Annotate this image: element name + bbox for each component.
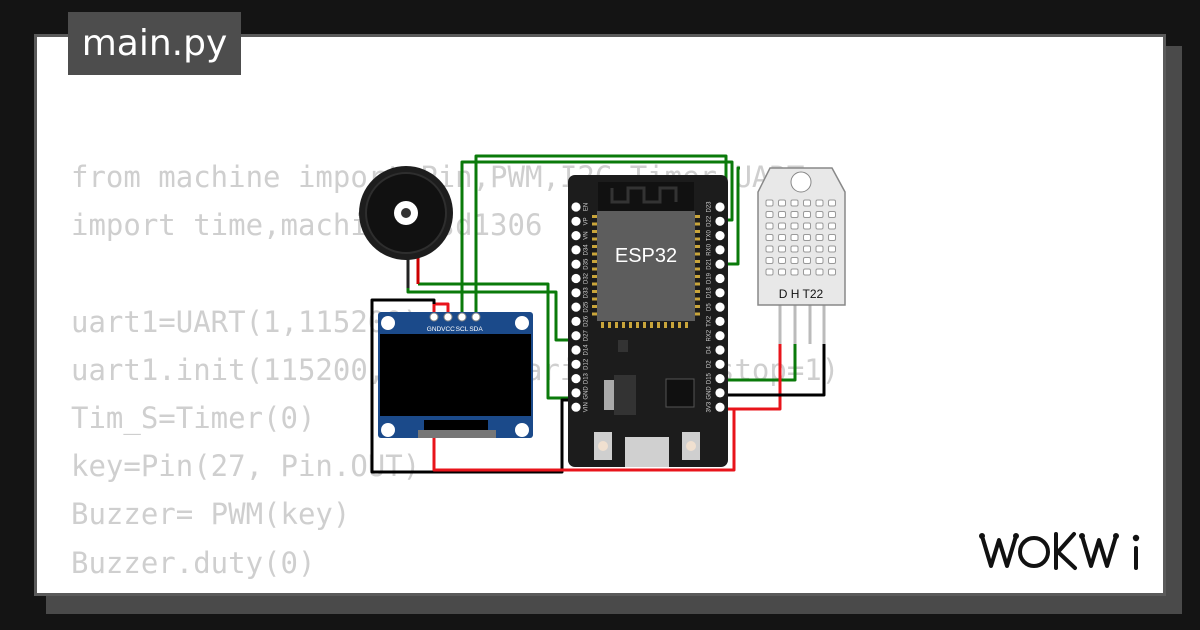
buzzer[interactable] <box>359 166 453 288</box>
chip-pins <box>592 215 700 328</box>
esp32-pin-label: RX2 <box>707 329 713 341</box>
esp32-pin-label: RX0 <box>707 243 713 255</box>
esp32-pin-gnd[interactable] <box>715 388 725 398</box>
esp32-pin-label: D27 <box>584 330 590 342</box>
esp32-pin-d18[interactable] <box>715 288 725 298</box>
oled-pin-scl[interactable] <box>457 312 467 322</box>
esp32-pin-label: D2 <box>707 360 713 368</box>
esp32-pin-gnd[interactable] <box>571 388 581 398</box>
wire-buzzer-pos[interactable] <box>418 282 575 400</box>
esp32-pin-label: D18 <box>707 287 713 299</box>
esp32-pin-label: D14 <box>584 344 590 356</box>
esp32-pin-d12[interactable] <box>571 359 581 369</box>
wire-dht-gnd[interactable] <box>720 344 826 397</box>
esp32-pin-d5[interactable] <box>715 302 725 312</box>
esp32-pin-vn[interactable] <box>571 231 581 241</box>
oled-pin-label: GND <box>427 326 442 333</box>
oled-pin-label: SDA <box>469 326 483 333</box>
esp32-pin-rx0[interactable] <box>715 245 725 255</box>
esp32-pin-d26[interactable] <box>571 316 581 326</box>
esp32-board[interactable]: ESP32 ENVPVND34D35D32D33D25D26D27D14D12D… <box>568 175 728 467</box>
esp32-pin-tx0[interactable] <box>715 231 725 241</box>
esp32-pin-label: D12 <box>584 358 590 370</box>
esp32-pin-label: VIN <box>584 402 590 412</box>
esp32-pin-en[interactable] <box>571 202 581 212</box>
code-line: Buzzer.duty(0) <box>71 545 316 580</box>
esp32-pin-label: VP <box>584 217 590 225</box>
esp32-pin-label: GND <box>584 386 590 400</box>
esp32-pin-label: D22 <box>707 215 713 227</box>
esp32-pin-label: D35 <box>584 258 590 270</box>
esp32-pin-d33[interactable] <box>571 288 581 298</box>
oled-pin-vcc[interactable] <box>443 312 453 322</box>
wire-oled-vcc[interactable] <box>434 302 450 312</box>
esp32-pin-label: D15 <box>707 372 713 384</box>
esp32-pin-vp[interactable] <box>571 216 581 226</box>
code-line: uart1=UART(1,115200) <box>71 304 421 339</box>
esp32-pin-d32[interactable] <box>571 273 581 284</box>
esp32-pin-d19[interactable] <box>715 273 725 284</box>
esp32-pin-label: D34 <box>584 244 590 256</box>
file-tab[interactable]: main.py <box>68 12 241 75</box>
dht22-vent-grid <box>765 199 836 276</box>
esp32-pin-tx2[interactable] <box>715 316 725 326</box>
esp32-pin-d35[interactable] <box>571 259 581 269</box>
dht22-sensor[interactable]: D H T22 <box>757 167 846 344</box>
wire-esp-d21[interactable] <box>720 166 740 266</box>
oled-pin-label: VCC <box>441 326 455 333</box>
oled-pin-sda[interactable] <box>471 312 481 322</box>
esp32-pin-label: D4 <box>707 346 713 354</box>
esp32-pin-label: D33 <box>584 287 590 299</box>
esp32-pin-label: D5 <box>707 303 713 311</box>
esp32-pin-d15[interactable] <box>715 374 725 384</box>
wire-dht-data[interactable] <box>720 344 797 382</box>
esp32-pin-label: D19 <box>707 272 713 284</box>
oled-pin-label: SCL <box>456 326 469 333</box>
esp32-pin-label: D23 <box>707 201 713 213</box>
esp32-pin-label: EN <box>584 203 590 211</box>
oled-pin-gnd[interactable] <box>429 312 439 322</box>
esp32-chip-label: ESP32 <box>615 245 677 267</box>
esp32-pin-label: D21 <box>707 258 713 270</box>
esp32-pin-label: TX0 <box>707 229 713 241</box>
wire-dht-vcc[interactable] <box>720 344 782 411</box>
esp32-pin-label: 3V3 <box>707 401 713 412</box>
dht22-label: D H T22 <box>779 287 824 301</box>
esp32-pin-label: D25 <box>584 301 590 313</box>
code-line: key=Pin(27, Pin.OUT) <box>71 449 421 484</box>
esp32-pin-d23[interactable] <box>715 202 725 212</box>
esp32-pin-d14[interactable] <box>571 345 581 355</box>
esp32-pin-label: VN <box>584 231 590 239</box>
esp32-pin-vin[interactable] <box>571 402 581 412</box>
esp32-pin-label: D32 <box>584 272 590 284</box>
esp32-pin-d27[interactable] <box>571 331 581 341</box>
esp32-pin-d22[interactable] <box>715 216 725 226</box>
esp32-pin-d21[interactable] <box>715 259 725 269</box>
esp32-pin-rx2[interactable] <box>715 331 725 341</box>
esp32-pin-d34[interactable] <box>571 245 581 255</box>
esp32-pin-label: D26 <box>584 315 590 327</box>
esp32-pin-label: TX2 <box>707 315 713 327</box>
esp32-pin-d2[interactable] <box>715 359 725 369</box>
wire-buzzer-gnd[interactable] <box>406 288 575 342</box>
wokwi-logo <box>979 532 1140 570</box>
esp32-pin-3v3[interactable] <box>715 402 725 412</box>
esp32-pin-label: D13 <box>584 372 590 384</box>
esp32-pin-d13[interactable] <box>571 374 581 384</box>
wire-oled-gnd[interactable] <box>370 298 575 474</box>
esp32-pin-d25[interactable] <box>571 302 581 312</box>
code-line: Buzzer= PWM(key) <box>71 497 351 532</box>
esp32-pin-d4[interactable] <box>715 345 725 355</box>
code-line: Tim_S=Timer(0) <box>71 400 316 435</box>
esp32-pin-label: GND <box>707 386 713 400</box>
